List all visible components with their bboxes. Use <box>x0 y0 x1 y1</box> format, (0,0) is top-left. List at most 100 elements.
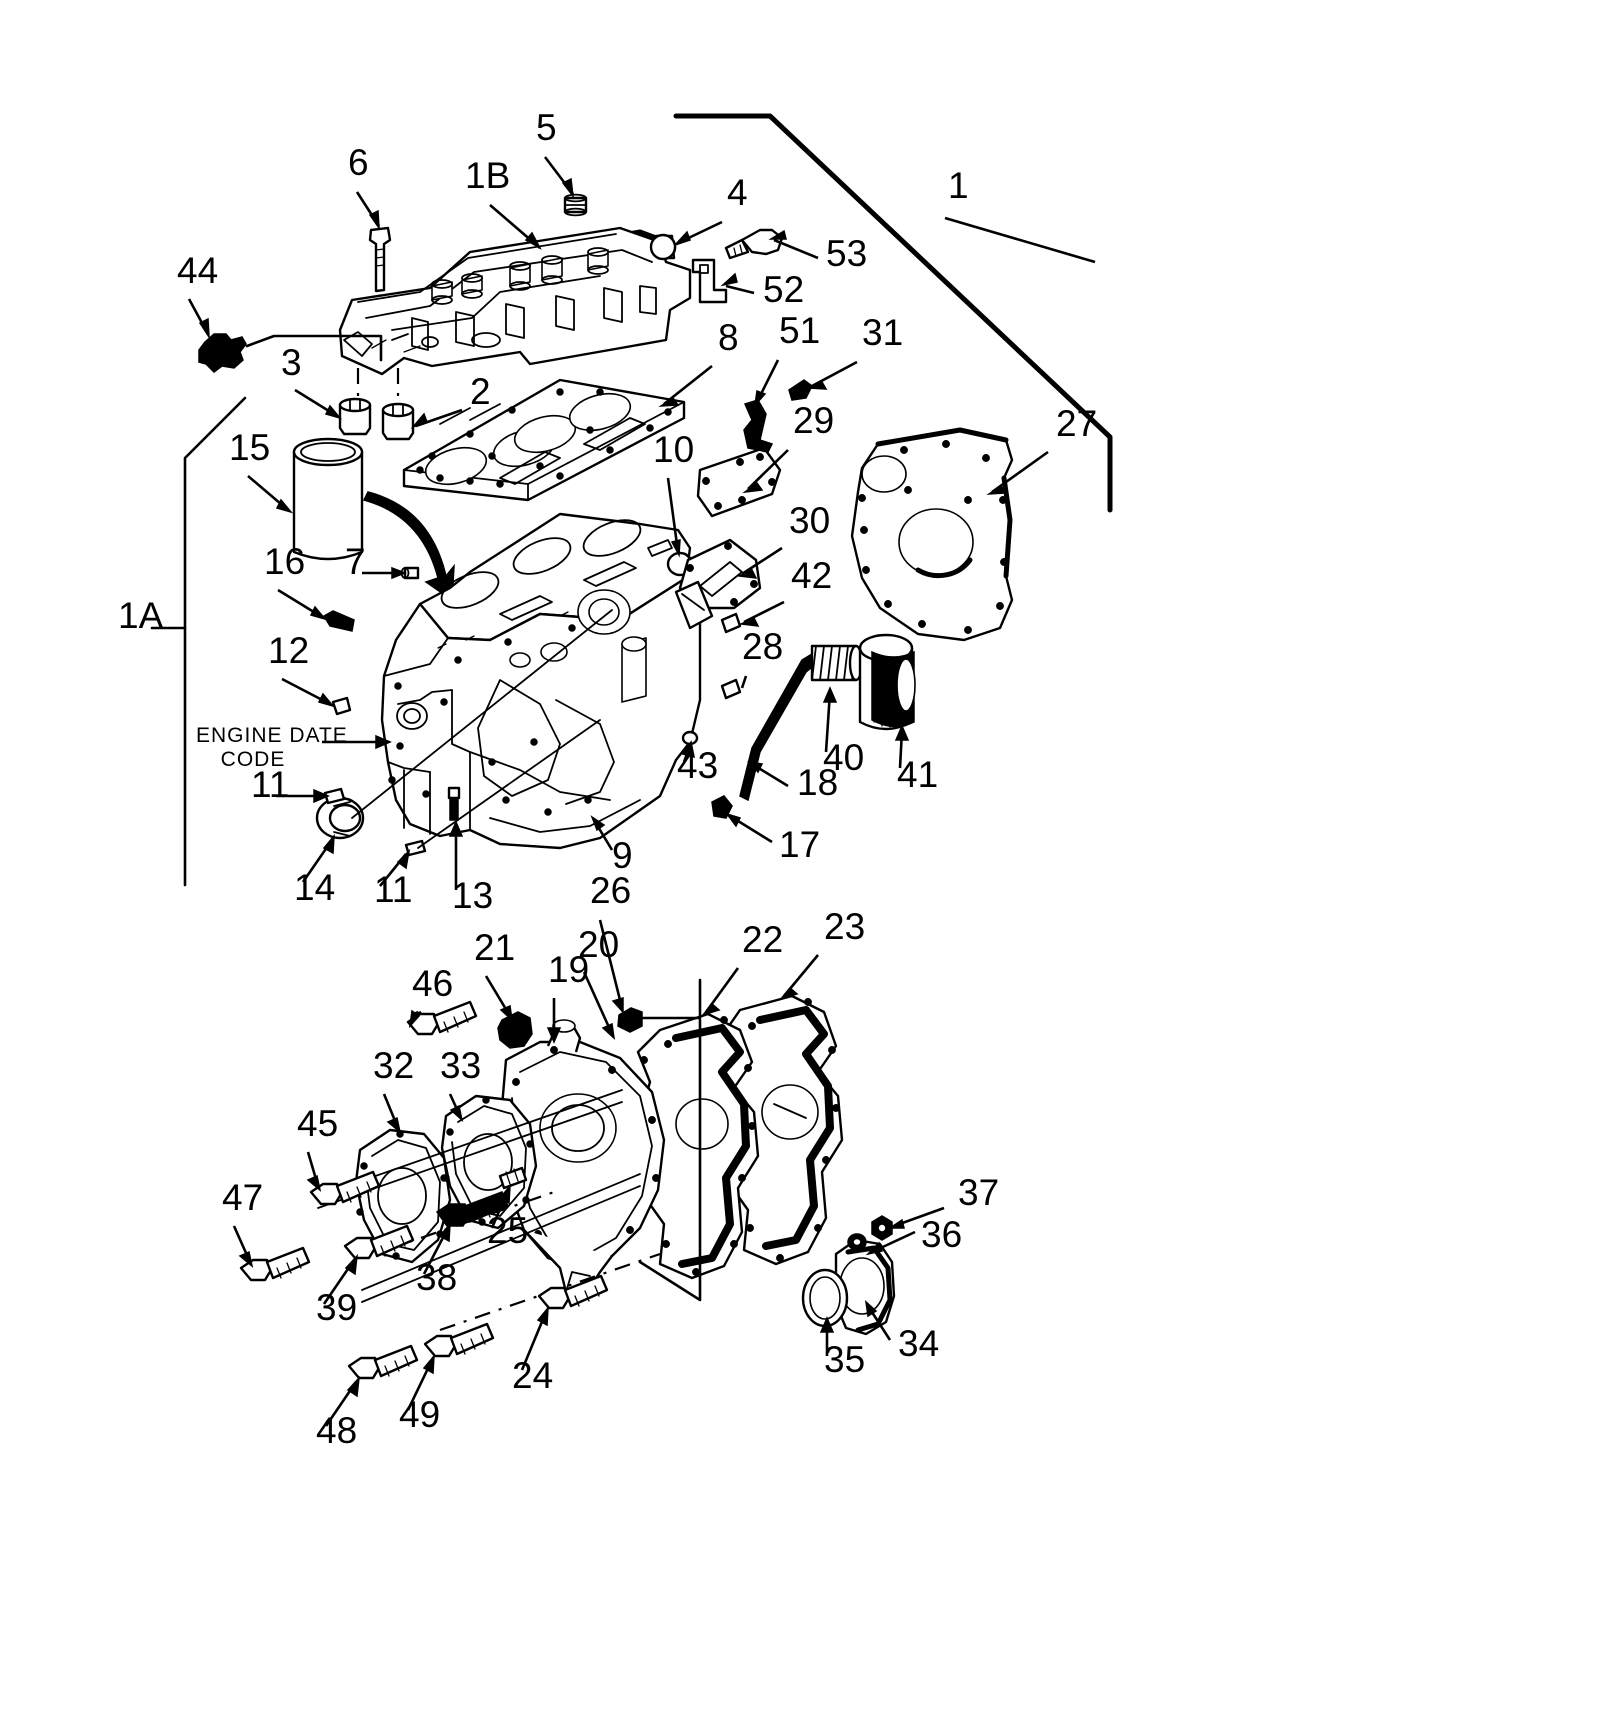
callout-37: 37 <box>958 1172 999 1213</box>
callout-1b: 1B <box>465 155 510 196</box>
callout-30: 30 <box>789 500 830 541</box>
callout-44: 44 <box>177 250 218 291</box>
callout-labels: 1 1A 1B 2 3 4 5 6 7 8 9 10 11 11 12 13 1… <box>118 107 1097 1451</box>
part-21-oil-pump-gear <box>497 1011 533 1049</box>
callout-34: 34 <box>898 1323 939 1364</box>
callout-21: 21 <box>474 927 515 968</box>
callout-1: 1 <box>948 165 969 206</box>
callout-24: 24 <box>512 1355 553 1396</box>
callout-14: 14 <box>294 867 335 908</box>
part-47-bolt <box>239 1246 311 1282</box>
part-31-tapered-plug <box>788 379 813 401</box>
callout-19: 19 <box>548 949 589 990</box>
part-4-expansion-plug <box>649 233 677 261</box>
part-52-bracket <box>691 258 728 304</box>
part-41-oil-filter <box>858 633 916 731</box>
sleeve-install-arrow <box>362 491 455 602</box>
callout-36: 36 <box>921 1214 962 1255</box>
part-27-flywheel-housing <box>850 427 1014 642</box>
callout-11: 11 <box>251 764 289 805</box>
callout-43: 43 <box>677 745 718 786</box>
part-35-crank-seal <box>801 1268 849 1328</box>
part-37-nut <box>871 1215 893 1241</box>
cylinder-head-assembly <box>338 226 692 376</box>
callout-23: 23 <box>824 906 865 947</box>
part-12-plug <box>331 696 352 716</box>
callout-53: 53 <box>826 233 867 274</box>
callout-39: 39 <box>316 1287 357 1328</box>
group-1-bracket <box>673 113 1113 513</box>
callout-16: 16 <box>264 541 305 582</box>
callout-4: 4 <box>727 172 748 213</box>
callout-15: 15 <box>229 427 270 468</box>
oil-gallery-centerline <box>351 609 613 819</box>
callout-5: 5 <box>536 107 557 148</box>
callout-46: 46 <box>412 963 453 1004</box>
part-6-head-bolt <box>368 226 392 293</box>
part-25-stud <box>498 1166 528 1190</box>
part-17-dipstick-grommet <box>711 795 733 819</box>
callout-1a: 1A <box>118 595 164 636</box>
callout-31: 31 <box>862 312 903 353</box>
callout-12: 12 <box>268 630 309 671</box>
callout-13: 13 <box>452 875 493 916</box>
part-29-side-cover <box>696 446 782 518</box>
part-32-front-gasket <box>354 1128 452 1264</box>
oil-gallery-centerline-2 <box>417 719 601 849</box>
callout-35: 35 <box>824 1339 865 1380</box>
callout-48: 48 <box>316 1410 357 1451</box>
callout-20: 20 <box>578 924 619 965</box>
callout-17: 17 <box>779 824 820 865</box>
callout-7: 7 <box>345 541 366 582</box>
part-30-oil-pump-bracket <box>674 538 762 630</box>
leader-lines <box>187 156 1096 1427</box>
part-36-washer <box>847 1233 867 1251</box>
callout-42: 42 <box>791 555 832 596</box>
part-11-bearing-plug-upper <box>323 787 346 805</box>
engine-date-code-note: ENGINE DATE CODE <box>196 724 348 771</box>
callout-47: 47 <box>222 1177 263 1218</box>
part-39-bolt <box>343 1224 415 1260</box>
part-9-cylinder-block <box>380 512 702 850</box>
callout-51: 51 <box>779 310 820 351</box>
engine-date-code-line2: CODE <box>221 748 286 771</box>
callout-6: 6 <box>348 142 369 183</box>
part-53-bolt <box>724 228 784 260</box>
callout-9: 9 <box>612 835 633 876</box>
part-51-retainer-clip <box>743 399 774 453</box>
part-22-timing-gasket-inner <box>636 1012 760 1280</box>
callout-11b: 11 <box>374 869 412 910</box>
callout-22: 22 <box>742 919 783 960</box>
callout-33: 33 <box>440 1045 481 1086</box>
callout-8: 8 <box>718 317 739 358</box>
part-38-bolt-heavy <box>435 1191 509 1227</box>
part-34-seal-retainer <box>834 1238 896 1336</box>
part-15-cylinder-sleeve <box>292 437 364 561</box>
part-16-threaded-plug <box>322 610 355 632</box>
callout-45: 45 <box>297 1103 338 1144</box>
part-48-bolt <box>347 1344 419 1380</box>
callout-25: 25 <box>487 1210 528 1251</box>
part-5-cup-plug <box>563 193 588 217</box>
callout-18: 18 <box>797 762 838 803</box>
callout-40: 40 <box>823 737 864 778</box>
part-40-filter-nipple <box>810 644 864 682</box>
callout-38: 38 <box>416 1257 457 1298</box>
callout-10: 10 <box>653 429 694 470</box>
callout-32: 32 <box>373 1045 414 1086</box>
part-3-dowel <box>338 397 372 436</box>
part-44-bracket-line <box>245 334 383 362</box>
callout-27: 27 <box>1056 403 1097 444</box>
cover-assembly-tie-line <box>638 1018 702 1302</box>
part-44-sending-unit <box>198 333 247 373</box>
engine-date-code-line1: ENGINE DATE <box>196 724 348 747</box>
callout-29: 29 <box>793 400 834 441</box>
part-13-dowel <box>447 786 461 821</box>
callout-52: 52 <box>763 269 804 310</box>
callout-28: 28 <box>742 626 783 667</box>
part-19-timing-cover <box>498 1019 666 1296</box>
callout-3: 3 <box>281 342 302 383</box>
head-dowel-centerlines <box>356 368 400 410</box>
